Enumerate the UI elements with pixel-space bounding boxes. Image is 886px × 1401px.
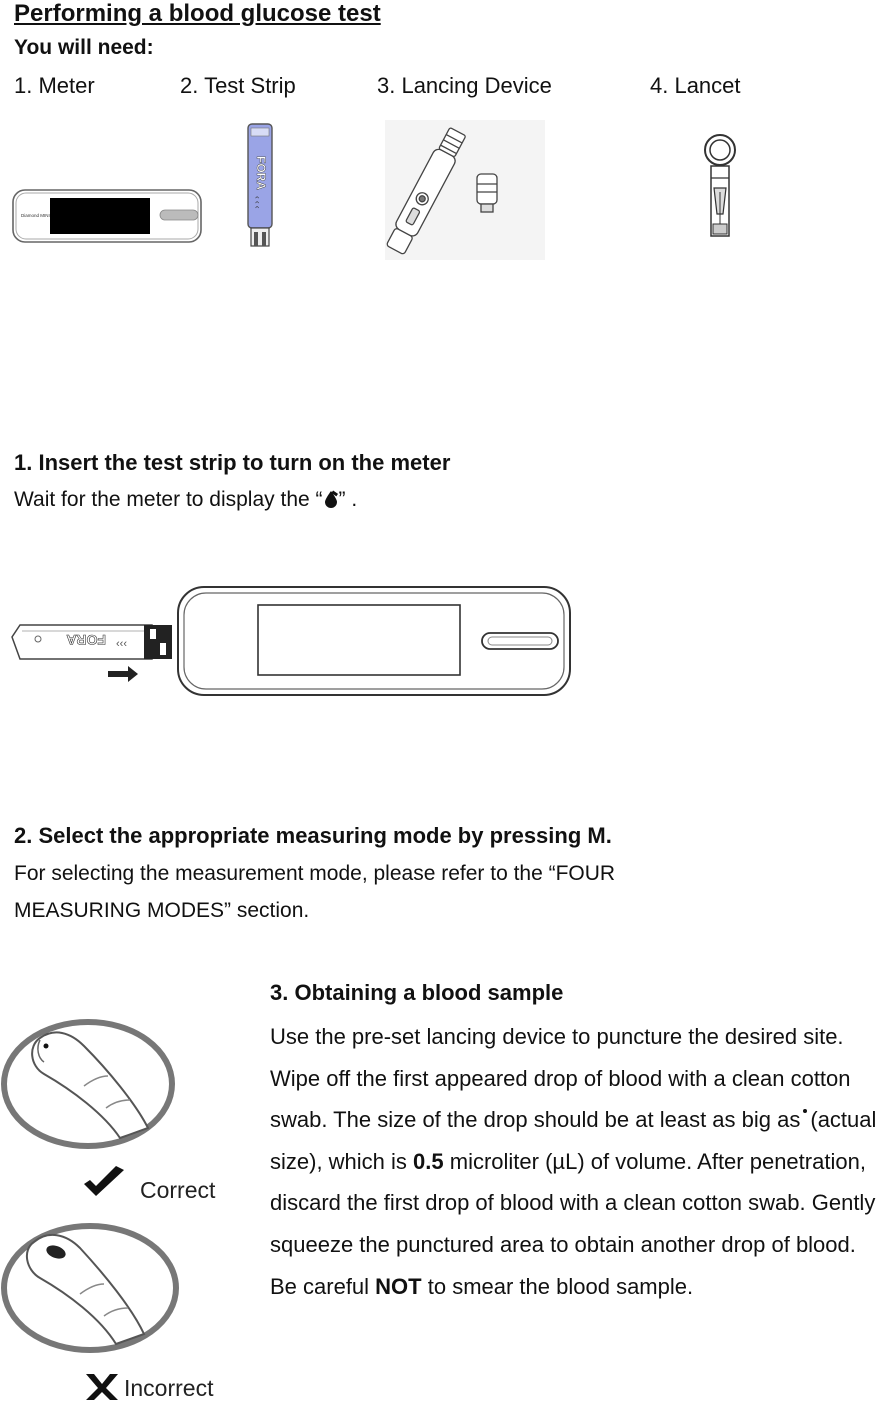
blood-drop-correct xyxy=(43,1043,49,1049)
step3-text-4: to smear the blood sample. xyxy=(421,1273,694,1299)
lancet-illustration xyxy=(704,134,736,237)
meter-button xyxy=(159,209,199,221)
svg-text:‹‹‹: ‹‹‹ xyxy=(116,638,127,650)
step2-heading: 2. Select the appropriate measuring mode… xyxy=(14,823,612,848)
item-lancing-device-label: 3. Lancing Device xyxy=(377,73,552,98)
item-test-strip-label: 2. Test Strip xyxy=(180,73,296,98)
strip-insertion-illustration: FORA ‹‹‹ xyxy=(11,586,571,696)
finger-incorrect-illustration: Incorrect xyxy=(1,1223,214,1401)
incorrect-label: Incorrect xyxy=(124,1375,214,1401)
correct-label: Correct xyxy=(140,1177,216,1203)
finger-incorrect-icon xyxy=(25,1233,146,1346)
actual-size-drop-icon xyxy=(803,1109,808,1114)
step1-text: Wait for the meter to display the “ ” . xyxy=(14,488,357,512)
item-meter-label: 1. Meter xyxy=(14,73,95,98)
test-strip-illustration: FORA ‹ ‹ ‹ xyxy=(247,123,273,247)
step3-not-emphasis: NOT xyxy=(375,1273,422,1299)
cross-icon xyxy=(86,1374,118,1400)
blood-smear-incorrect xyxy=(46,1245,66,1259)
blood-drop-icon xyxy=(324,490,338,508)
svg-text:FORA: FORA xyxy=(66,632,106,648)
step3-paragraph: Use the pre-set lancing device to punctu… xyxy=(270,1016,886,1307)
step1-text-after: ” . xyxy=(338,488,358,511)
step3-volume-value: 0.5 xyxy=(413,1148,444,1174)
test-strip-horizontal: FORA ‹‹‹ xyxy=(11,624,172,660)
step1-heading: 1. Insert the test strip to turn on the … xyxy=(14,450,451,475)
step3-text-1: Use the pre-set lancing device to punctu… xyxy=(270,1024,851,1133)
check-icon xyxy=(84,1166,124,1196)
step2-line2: MEASURING MODES” section. xyxy=(14,899,310,922)
arrow-right-icon xyxy=(108,666,138,682)
strip-brand-text: FORA xyxy=(254,156,268,190)
step1-text-before: Wait for the meter to display the “ xyxy=(14,488,323,511)
meter-display xyxy=(50,198,150,234)
meter-brand-text: Diamond MINI xyxy=(21,213,50,218)
you-will-need-heading: You will need: xyxy=(14,36,154,59)
lancing-device-illustration xyxy=(385,120,545,260)
step2-line1: For selecting the measurement mode, plea… xyxy=(14,862,616,885)
step3-text-3: microliter (µL) of volume. After penetra… xyxy=(270,1148,876,1299)
meter-illustration: Diamond MINI xyxy=(12,189,202,243)
item-lancet-label: 4. Lancet xyxy=(650,73,741,98)
finger-correct-illustration: Correct xyxy=(1,1019,216,1203)
step3-heading: 3. Obtaining a blood sample xyxy=(270,980,564,1005)
page-title: Performing a blood glucose test xyxy=(14,0,381,27)
finger-correct-icon xyxy=(31,1031,150,1140)
meter-front-view xyxy=(177,586,571,696)
step3-text-2: (actual size), which is xyxy=(270,1107,877,1174)
svg-text:‹ ‹ ‹: ‹ ‹ ‹ xyxy=(253,196,262,209)
